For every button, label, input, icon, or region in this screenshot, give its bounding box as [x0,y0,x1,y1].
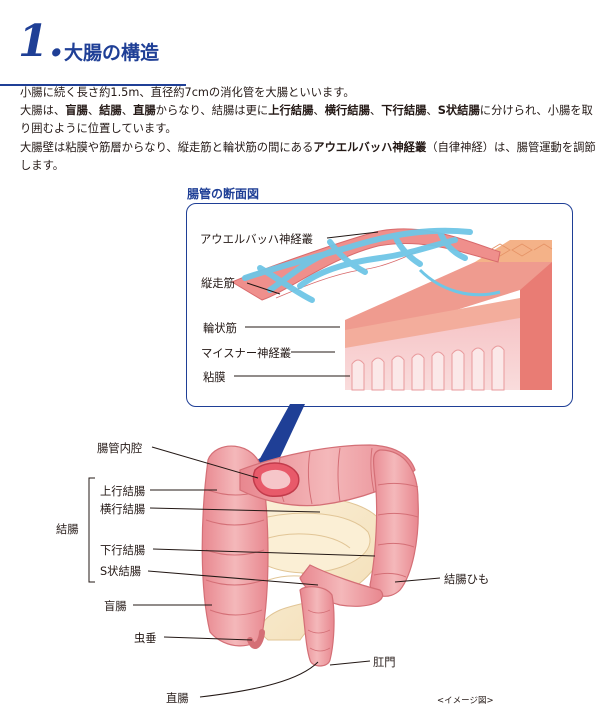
label-taenia-coli: 結腸ひも [444,573,490,586]
leader-transverse [149,507,321,513]
colon-illustration [201,444,419,667]
text-span: 、 [369,104,382,118]
text-span: に分けられ、小腸を取り囲むように位置しています。 [20,104,593,136]
label-transverse-colon: 横行結腸 [100,503,146,516]
section-header: 1. 大腸の構造 [0,14,186,86]
section-number: 1. [18,16,64,67]
label-sigmoid-colon: S状結腸 [100,565,142,578]
cross-section-leaders [234,231,379,377]
label-circular-muscle: 輪状筋 [203,322,237,335]
intro-paragraph-1: 小腸に続く長さ約1.5m、直径約7cmの消化管を大腸といいます。 [20,86,355,99]
image-note: <イメージ図> [437,696,494,706]
text-span: 大腸は、 [20,104,66,118]
label-meissner-plexus: マイスナー神経叢 [201,347,292,360]
text-span: 、 [121,104,134,118]
leader-lumen [151,446,259,479]
leader-sigmoid [147,570,319,586]
leader-anus [329,660,371,666]
bold-term: 横行結腸 [324,104,370,118]
label-ascending-colon: 上行結腸 [100,485,146,498]
bold-term: 結腸 [99,104,122,118]
label-lumen: 腸管内腔 [97,442,143,455]
text-span: （自律神経）は、腸管運動を調節します。 [20,140,596,172]
leader-longitudinal [246,282,281,295]
bold-term: 盲腸 [65,104,88,118]
cross-section-title: 腸管の断面図 [187,187,260,201]
leader-rectum [199,661,319,698]
bold-term: 上行結腸 [268,104,314,118]
label-anus: 肛門 [373,656,396,669]
leader-taenia [394,577,441,583]
label-descending-colon: 下行結腸 [100,544,146,557]
bold-term: アウエルバッハ神経叢 [313,140,427,154]
text-span: からなり、結腸は更に [155,104,269,118]
label-auerbach-plexus: アウエルバッハ神経叢 [200,233,313,246]
label-mucosa: 粘膜 [203,371,226,384]
text-span: 大腸壁は粘膜や筋層からなり、縦走筋と輪状筋の間にある [20,140,314,154]
intro-paragraph-3: 大腸壁は粘膜や筋層からなり、縦走筋と輪状筋の間にあるアウエルバッハ神経叢（自律神… [20,139,600,175]
bold-term: 下行結腸 [381,104,427,118]
section-title: 大腸の構造 [64,42,160,64]
leader-descending [152,548,376,557]
leader-appendix [163,636,253,641]
label-longitudinal-muscle: 縦走筋 [201,277,235,290]
bold-term: 直腸 [133,104,156,118]
label-cecum: 盲腸 [104,600,127,613]
title-underline [0,84,186,86]
colon-leaders [88,446,441,698]
intro-text: 小腸に続く長さ約1.5m、直径約7cmの消化管を大腸といいます。 大腸は、盲腸、… [20,84,600,175]
label-appendix: 虫垂 [134,632,157,645]
text-span: 、 [426,104,438,118]
bold-term: S状結腸 [437,104,480,118]
label-rectum: 直腸 [166,692,189,705]
intro-paragraph-2: 大腸は、盲腸、結腸、直腸からなり、結腸は更に上行結腸、横行結腸、下行結腸、S状結… [20,102,600,138]
colon-group-bracket [88,477,95,583]
text-span: 、 [313,104,325,118]
leader-auerbach [326,231,379,239]
label-colon-group: 結腸 [56,523,79,536]
tissue-block [230,227,553,391]
text-span: 、 [87,104,100,118]
